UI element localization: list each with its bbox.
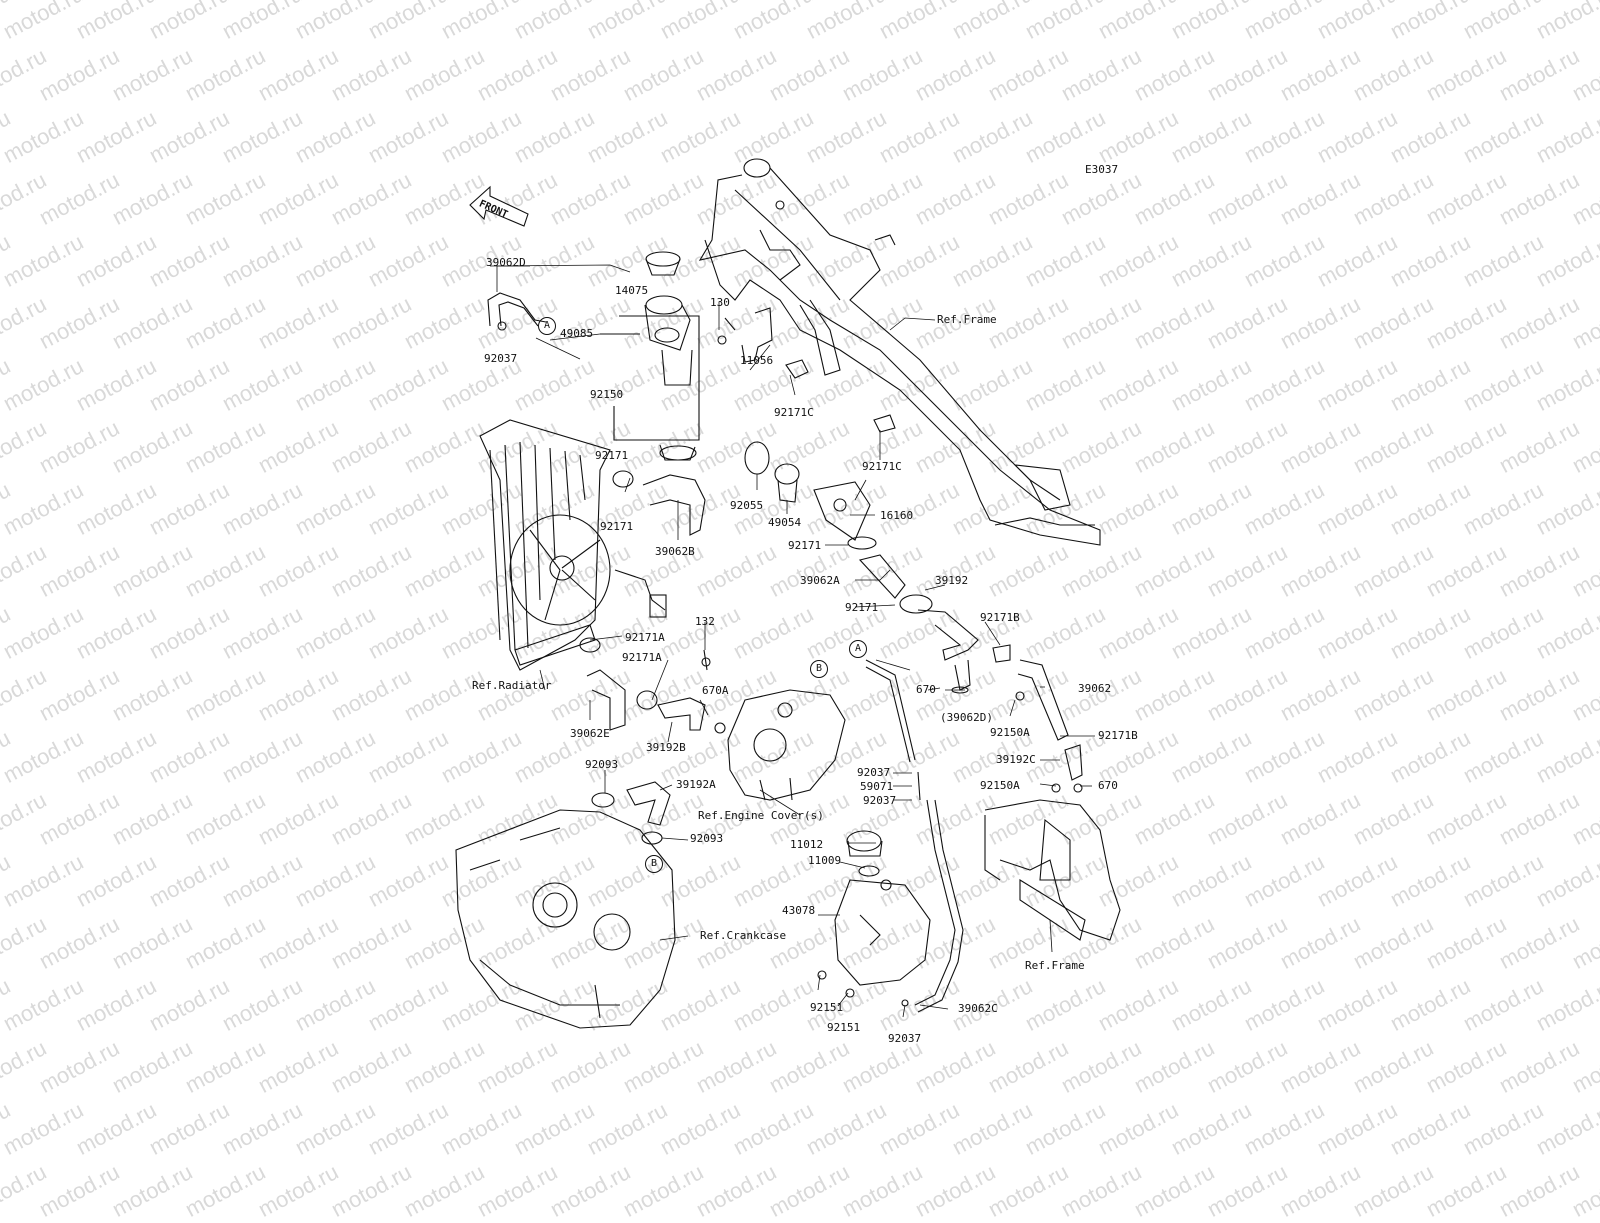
part-number-130: 130 xyxy=(710,296,730,309)
part-number-92093: 92093 xyxy=(585,758,619,771)
part-number-670a: 670A xyxy=(702,684,729,697)
part-number-39062c: 39062C xyxy=(958,1002,998,1015)
part-number-39062d: (39062D) xyxy=(940,711,993,724)
part-number-92151: 92151 xyxy=(827,1021,861,1034)
part-number-39062: 39062 xyxy=(1078,682,1112,695)
part-number-39062e: 39062E xyxy=(570,727,610,740)
part-number-92150a: 92150A xyxy=(980,779,1020,792)
engine-cover-drawing xyxy=(727,689,846,801)
part-number-92093: 92093 xyxy=(690,832,724,845)
frame-upper-drawing xyxy=(698,158,1101,546)
callout-b-top: B xyxy=(810,660,828,678)
part-number-39192c: 39192C xyxy=(996,753,1036,766)
radiator-drawing xyxy=(479,419,667,671)
part-number-11056: 11056 xyxy=(740,354,774,367)
part-number-92171: 92171 xyxy=(845,601,879,614)
part-number-39192b: 39192B xyxy=(646,741,686,754)
part-number-92171b: 92171B xyxy=(1098,729,1138,742)
thermostat-housing-drawing xyxy=(644,251,697,461)
front-arrow-icon xyxy=(469,185,529,227)
part-number-39062a: 39062A xyxy=(800,574,840,587)
ref-crankcase: Ref.Crankcase xyxy=(700,929,787,942)
water-pump-drawing xyxy=(817,830,931,1007)
part-number-670: 670 xyxy=(916,683,936,696)
callout-b-low: B xyxy=(645,855,663,873)
part-number-92171a: 92171A xyxy=(622,651,662,664)
crankcase-drawing xyxy=(455,809,676,1029)
ref-radiator: Ref.Radiator xyxy=(472,679,552,692)
part-number-92171a: 92171A xyxy=(625,631,665,644)
ref-frame-top: Ref.Frame xyxy=(937,313,997,326)
ref-engine-cover: Ref.Engine Cover(s) xyxy=(698,809,824,822)
part-number-14075: 14075 xyxy=(615,284,649,297)
diagram-code: E3037 xyxy=(1085,163,1119,176)
frame-lower-drawing xyxy=(984,799,1121,941)
part-number-92055: 92055 xyxy=(730,499,764,512)
part-number-49054: 49054 xyxy=(768,516,802,529)
part-number-92151: 92151 xyxy=(810,1001,844,1014)
part-number-39062d: 39062D xyxy=(486,256,526,269)
part-number-92037: 92037 xyxy=(863,794,897,807)
part-number-11012: 11012 xyxy=(790,838,824,851)
callout-a-mid: A xyxy=(849,640,867,658)
part-number-16160: 16160 xyxy=(880,509,914,522)
part-number-92037: 92037 xyxy=(888,1032,922,1045)
part-number-39062b: 39062B xyxy=(655,545,695,558)
callout-a-top: A xyxy=(538,317,556,335)
part-number-92171: 92171 xyxy=(595,449,629,462)
part-number-59071: 59071 xyxy=(860,780,894,793)
part-number-92150: 92150 xyxy=(590,388,624,401)
part-number-92037: 92037 xyxy=(484,352,518,365)
part-number-670: 670 xyxy=(1098,779,1118,792)
part-number-39192: 39192 xyxy=(935,574,969,587)
part-number-92171c: 92171C xyxy=(774,406,814,419)
part-number-43078: 43078 xyxy=(782,904,816,917)
part-number-92037: 92037 xyxy=(857,766,891,779)
ref-frame-bottom: Ref.Frame xyxy=(1025,959,1085,972)
part-number-92171c: 92171C xyxy=(862,460,902,473)
part-number-49085: 49085 xyxy=(560,327,594,340)
part-number-92150a: 92150A xyxy=(990,726,1030,739)
part-number-132: 132 xyxy=(695,615,715,628)
part-number-92171: 92171 xyxy=(788,539,822,552)
part-number-11009: 11009 xyxy=(808,854,842,867)
part-number-39192a: 39192A xyxy=(676,778,716,791)
part-number-92171: 92171 xyxy=(600,520,634,533)
part-number-92171b: 92171B xyxy=(980,611,1020,624)
